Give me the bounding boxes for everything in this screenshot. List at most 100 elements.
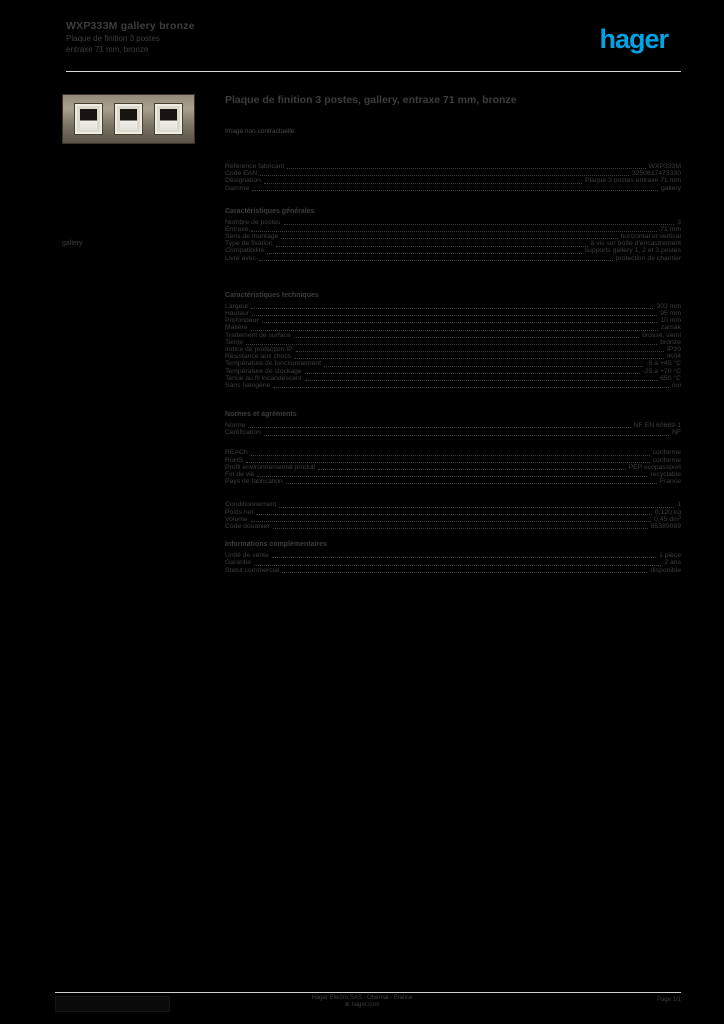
spec-value: horizontal et vertical	[620, 233, 681, 241]
spec-label: Référence fabricant	[225, 162, 285, 170]
dotted-leader	[260, 175, 629, 177]
product-details: Plaque de finition 3 postes, gallery, en…	[225, 94, 681, 574]
spec-value: recyclable	[650, 471, 681, 479]
spec-value: 0,45 dm³	[654, 515, 681, 523]
spec-value: brossé, verni	[642, 331, 681, 339]
footer-company-line: Hager Electro SAS - Obernai - France	[311, 995, 413, 1001]
spec-value: disponible	[650, 566, 681, 574]
spec-label: Nombre de postes	[225, 218, 281, 226]
dotted-leader	[263, 182, 583, 184]
hager-logo: hager	[599, 24, 669, 54]
dotted-leader	[282, 571, 648, 573]
spec-label: Teinte	[225, 338, 244, 346]
dotted-leader	[304, 372, 640, 374]
product-subtitle-2: entraxe 71 mm, bronze	[66, 45, 149, 54]
spec-label: Volume	[225, 515, 248, 523]
spec-value: 71 mm	[660, 225, 681, 233]
dotted-leader	[323, 365, 644, 367]
spec-label: Pays de fabrication	[225, 478, 283, 486]
spec-value: WXP333M	[648, 162, 681, 170]
dotted-leader	[294, 358, 665, 360]
spec-value: bronze	[660, 338, 681, 346]
spec-label: Profil environnemental produit	[225, 463, 316, 471]
spec-value: 10 mm	[660, 317, 681, 325]
dotted-leader	[304, 379, 658, 381]
spec-value: Plaque 3 postes entraxe 71 mm	[585, 177, 681, 185]
spec-label: Sens de montage	[225, 233, 279, 241]
spec-value: 3250617473330	[631, 170, 681, 178]
spec-value: 85389099	[650, 522, 681, 530]
spec-row: Température de stockage-25 à +70 °C	[225, 368, 681, 375]
dotted-leader	[281, 238, 618, 240]
footer-divider	[55, 992, 681, 993]
spec-label: Température de fonctionnement	[225, 360, 321, 368]
spec-value: oui	[671, 381, 681, 389]
spec-label: Code douanier	[225, 522, 270, 530]
spec-value: gallery	[660, 184, 681, 192]
spec-value: -25 à +70 °C	[642, 367, 681, 375]
spec-label: Norme	[225, 422, 246, 430]
spec-row: Volume 0,45 dm³	[225, 516, 681, 523]
footer-web-text: hager.com	[351, 1002, 380, 1008]
dotted-leader	[250, 329, 658, 331]
socket-opening	[160, 108, 177, 130]
dotted-leader	[250, 521, 652, 522]
dotted-leader	[252, 189, 658, 191]
dotted-leader	[251, 308, 654, 310]
socket-module	[74, 103, 103, 135]
spec-value: NF EN 60669-1	[633, 422, 681, 430]
dotted-leader	[251, 231, 658, 233]
spec-label: Indice de protection IP	[225, 345, 293, 353]
spec-label: Traitement de surface	[225, 331, 291, 339]
dotted-leader	[258, 259, 613, 261]
spec-label: Largeur	[225, 302, 249, 310]
dotted-leader	[279, 506, 675, 508]
dotted-leader	[318, 469, 626, 471]
spec-value: 1	[677, 501, 681, 509]
product-image	[62, 94, 195, 144]
spec-label: Sans halogène	[225, 381, 271, 389]
range-label: gallery	[62, 240, 83, 247]
dotted-leader	[248, 427, 631, 429]
socket-module	[154, 103, 183, 135]
section-heading: Informations complémentaires	[225, 541, 327, 549]
section-heading: Caractéristiques techniques	[225, 291, 319, 299]
spec-row: Référence fabricant WXP333M	[225, 163, 681, 170]
dotted-leader	[250, 454, 650, 456]
dotted-leader	[263, 434, 669, 436]
socket-opening	[120, 108, 137, 130]
spec-row: Température de fonctionnement-5 à +45 °C	[225, 360, 681, 367]
dotted-leader	[267, 252, 582, 254]
image-disclaimer: Image non contractuelle	[225, 128, 295, 135]
footer-web-line: ⊕hager.com	[311, 1002, 412, 1009]
footer-address: Hager Electro SAS - Obernai - France ⊕ha…	[311, 995, 412, 1009]
dotted-leader	[275, 245, 588, 247]
spec-value: 0,120 kg	[654, 508, 681, 516]
product-title: Plaque de finition 3 postes, gallery, en…	[225, 94, 517, 106]
socket-opening	[80, 108, 97, 130]
dotted-leader	[252, 315, 658, 317]
spec-label: Garantie	[225, 559, 252, 567]
dotted-leader	[272, 528, 648, 530]
spec-label: Fin de vie	[225, 471, 255, 479]
spec-row: Teinte bronze	[225, 339, 681, 346]
dotted-leader	[283, 223, 675, 225]
footer-logo-block	[55, 996, 170, 1012]
header-divider	[66, 71, 681, 72]
